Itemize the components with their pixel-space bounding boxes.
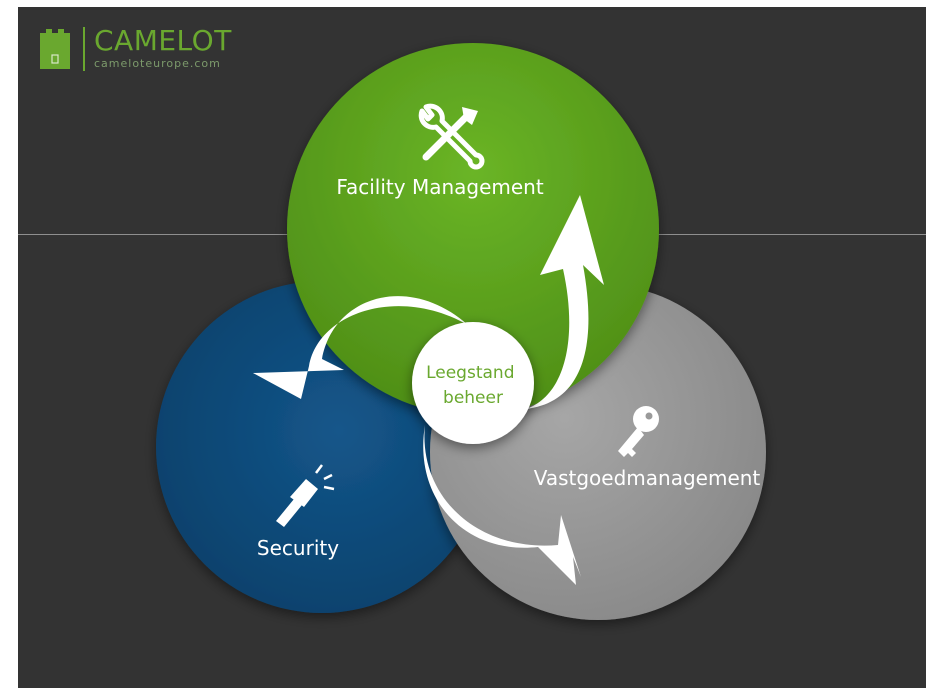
flashlight-icon [276, 464, 335, 527]
logo-separator [83, 27, 85, 71]
security-label: Security [257, 536, 339, 560]
logo-url: cameloteurope.com [94, 57, 221, 70]
center-label: Leegstand beheer [426, 363, 520, 408]
arrow-to-facility [526, 195, 604, 409]
facility-circle [287, 43, 659, 415]
vastgoed-label: Vastgoedmanagement [534, 466, 761, 490]
arrow-to-security [253, 296, 468, 399]
center-label-line-2: beheer [443, 388, 503, 408]
venn-diagram: Leegstand beheer Facility Management Vas… [156, 43, 766, 620]
slide: CAMELOT cameloteurope.com [18, 7, 926, 688]
castle-icon [40, 29, 70, 69]
center-circle [412, 322, 534, 444]
tools-icon [418, 103, 485, 170]
logo-brand: CAMELOT [94, 24, 232, 57]
key-icon [618, 406, 659, 457]
arrow-to-vastgoed [423, 425, 581, 585]
facility-label: Facility Management [336, 175, 544, 199]
center-label-line-1: Leegstand [426, 363, 514, 383]
